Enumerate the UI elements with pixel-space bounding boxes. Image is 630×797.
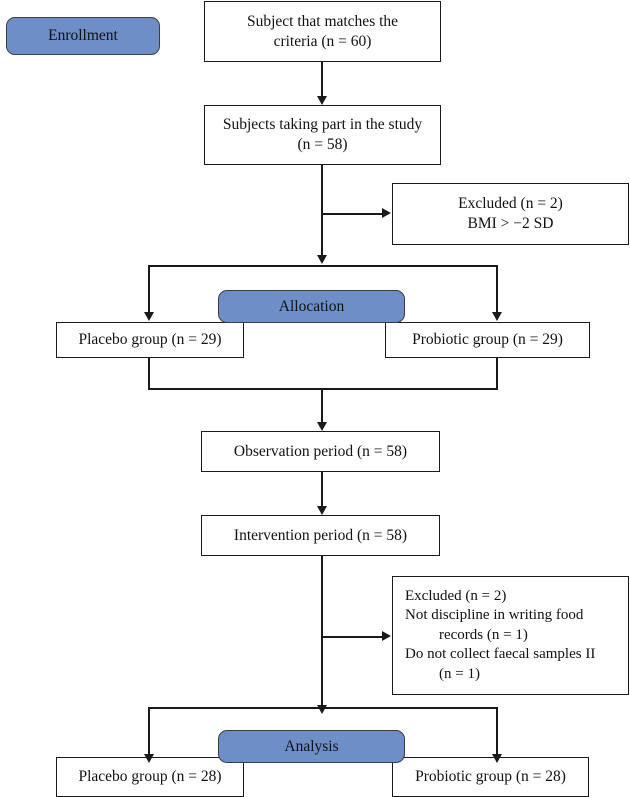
stage-label-allocation: Allocation (278, 297, 345, 315)
arrowhead-to-probiotic-allocated (492, 312, 502, 321)
arrowhead-intervention-to-analysis (316, 705, 327, 714)
node-probiotic-analysed-label: Probiotic group (n = 28) (415, 768, 566, 786)
node-excluded-followup-line1: Excluded (n = 2) (405, 587, 507, 604)
node-probiotic-analysed: Probiotic group (n = 28) (392, 757, 589, 797)
node-excluded-enrollment-line2: BMI > −2 SD (467, 215, 554, 232)
stage-label-analysis: Analysis (284, 737, 339, 755)
node-excluded-followup: Excluded (n = 2) Not discipline in writi… (392, 576, 629, 695)
connector-merge-to-observation (321, 388, 323, 423)
connector-enrolled-down (321, 165, 323, 256)
connector-probiotic-merge-down (496, 358, 498, 389)
node-observation-label: Observation period (n = 58) (233, 442, 408, 460)
node-placebo-analysed: Placebo group (n = 28) (56, 757, 244, 797)
node-enrolled-line1: Subjects taking part in the study (222, 116, 423, 134)
node-excluded-followup-line2: Not discipline in writing food (405, 607, 584, 624)
stage-badge-analysis: Analysis (218, 730, 405, 763)
node-excluded-followup-line3: records (n = 1) (439, 626, 528, 643)
connector-analysis-split-right (496, 707, 498, 755)
connector-intervention-down (321, 556, 323, 706)
stage-label-enrollment: Enrollment (48, 27, 118, 44)
connector-merge-horizontal (148, 388, 498, 390)
arrowhead-enrolled-to-excluded (382, 208, 391, 218)
arrowhead-screened-to-enrolled (316, 96, 327, 105)
arrowhead-enrolled-to-allocation (316, 255, 327, 264)
node-enrolled: Subjects taking part in the study (n = 5… (204, 105, 441, 165)
node-probiotic-allocated: Probiotic group (n = 29) (385, 322, 590, 358)
arrowhead-to-probiotic-analysed (492, 754, 502, 763)
node-placebo-allocated: Placebo group (n = 29) (56, 322, 244, 358)
node-excluded-followup-line5: (n = 1) (439, 665, 480, 682)
arrowhead-intervention-to-excluded (382, 631, 391, 641)
node-placebo-allocated-label: Placebo group (n = 29) (78, 331, 222, 349)
node-excluded-enrollment: Excluded (n = 2) BMI > −2 SD (392, 183, 629, 245)
connector-placebo-merge-down (148, 358, 150, 389)
arrowhead-to-placebo-allocated (143, 312, 154, 321)
stage-badge-enrollment: Enrollment (6, 17, 160, 55)
arrowhead-observation-to-intervention (316, 506, 327, 515)
connector-screened-to-enrolled (321, 62, 323, 97)
arrowhead-to-placebo-analysed (143, 754, 154, 763)
node-excluded-enrollment-line1: Excluded (n = 2) (458, 195, 563, 213)
node-intervention-label: Intervention period (n = 58) (233, 526, 408, 544)
arrowhead-merge-to-observation (316, 422, 327, 431)
node-placebo-analysed-label: Placebo group (n = 28) (78, 768, 222, 786)
connector-observation-to-intervention (321, 472, 323, 507)
connector-allocation-split-left (148, 265, 150, 313)
node-intervention: Intervention period (n = 58) (201, 515, 440, 556)
connector-analysis-split-left (148, 707, 150, 755)
connector-intervention-to-excluded (321, 636, 383, 638)
connector-allocation-split-horizontal (148, 265, 498, 267)
connector-allocation-split-right (496, 265, 498, 313)
node-enrolled-line2: (n = 58) (297, 136, 348, 153)
node-screened-line2: criteria (n = 60) (273, 32, 372, 50)
node-screened-line1: Subject that matches the (246, 12, 399, 30)
node-observation: Observation period (n = 58) (201, 431, 440, 472)
connector-enrolled-to-excluded (321, 213, 383, 215)
node-excluded-followup-line4: Do not collect faecal samples II (405, 646, 596, 663)
node-screened: Subject that matches the criteria (n = 6… (204, 1, 441, 62)
stage-badge-allocation: Allocation (218, 290, 405, 323)
node-probiotic-allocated-label: Probiotic group (n = 29) (412, 331, 563, 349)
